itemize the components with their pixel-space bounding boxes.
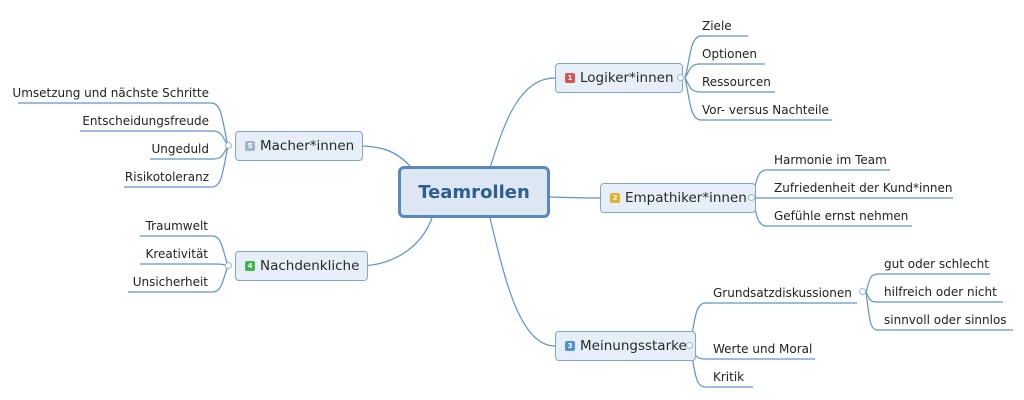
- collapse-toggle-icon[interactable]: [225, 142, 232, 149]
- leaf-gefuehle[interactable]: Gefühle ernst nehmen: [774, 209, 909, 223]
- leaf-traumwelt[interactable]: Traumwelt: [145, 219, 208, 233]
- leaf-kritik[interactable]: Kritik: [713, 370, 745, 384]
- leaf-unsicherheit[interactable]: Unsicherheit: [132, 275, 208, 289]
- leaf-sinnvoll-oder-sinnlos[interactable]: sinnvoll oder sinnlos: [884, 313, 1007, 327]
- priority-3-icon: 3: [565, 341, 575, 351]
- central-topic-label: Teamrollen: [418, 181, 530, 203]
- connector-logiker: [489, 77, 556, 169]
- leaf-kreativitaet[interactable]: Kreativität: [145, 247, 208, 261]
- collapse-toggle-icon[interactable]: [677, 74, 684, 81]
- topic-meinungsstarke-label: Meinungsstarke: [580, 338, 687, 354]
- connector-empathiker: [549, 196, 601, 199]
- collapse-toggle-icon[interactable]: [859, 288, 866, 295]
- topic-empathiker[interactable]: 2 Empathiker*innen: [600, 183, 756, 213]
- priority-2-icon: 2: [610, 193, 620, 203]
- leaf-ressourcen[interactable]: Ressourcen: [702, 75, 771, 89]
- leaf-risikotoleranz[interactable]: Risikotoleranz: [124, 170, 209, 184]
- collapse-toggle-icon[interactable]: [748, 194, 755, 201]
- topic-nachdenkliche[interactable]: 4 Nachdenkliche: [235, 251, 369, 281]
- leaf-optionen[interactable]: Optionen: [702, 47, 758, 61]
- leaf-ungeduld[interactable]: Ungeduld: [151, 142, 209, 156]
- collapse-toggle-icon[interactable]: [686, 342, 693, 349]
- priority-4-icon: 4: [245, 261, 255, 271]
- topic-logiker-label: Logiker*innen: [580, 70, 674, 86]
- connector-meinungsstarke: [489, 217, 556, 347]
- connector-nachdenkliche: [357, 217, 433, 267]
- leaf-harmonie[interactable]: Harmonie im Team: [774, 153, 887, 167]
- leaf-umsetzung[interactable]: Umsetzung und nächste Schritte: [12, 86, 209, 100]
- collapse-toggle-icon[interactable]: [225, 262, 232, 269]
- topic-macher[interactable]: 5 Macher*innen: [235, 131, 364, 161]
- leaf-werte-und-moral[interactable]: Werte und Moral: [713, 342, 813, 356]
- connector-macher: [357, 145, 411, 167]
- leaf-ziele[interactable]: Ziele: [702, 19, 732, 33]
- topic-nachdenkliche-label: Nachdenkliche: [260, 258, 360, 274]
- leaf-vor-nachteile[interactable]: Vor- versus Nachteile: [702, 103, 829, 117]
- leaf-entscheidungsfreude[interactable]: Entscheidungsfreude: [82, 114, 209, 128]
- leaf-zufriedenheit[interactable]: Zufriedenheit der Kund*innen: [774, 181, 953, 195]
- topic-meinungsstarke[interactable]: 3 Meinungsstarke: [555, 331, 696, 361]
- central-topic[interactable]: Teamrollen: [398, 166, 550, 218]
- priority-1-icon: 1: [565, 73, 575, 83]
- topic-macher-label: Macher*innen: [260, 138, 355, 154]
- leaf-grundsatzdiskussionen[interactable]: Grundsatzdiskussionen: [713, 286, 852, 300]
- leaf-gut-oder-schlecht[interactable]: gut oder schlecht: [884, 257, 989, 271]
- topic-logiker[interactable]: 1 Logiker*innen: [555, 63, 683, 93]
- leaf-hilfreich-oder-nicht[interactable]: hilfreich oder nicht: [884, 285, 997, 299]
- topic-empathiker-label: Empathiker*innen: [625, 190, 747, 206]
- priority-5-icon: 5: [245, 141, 255, 151]
